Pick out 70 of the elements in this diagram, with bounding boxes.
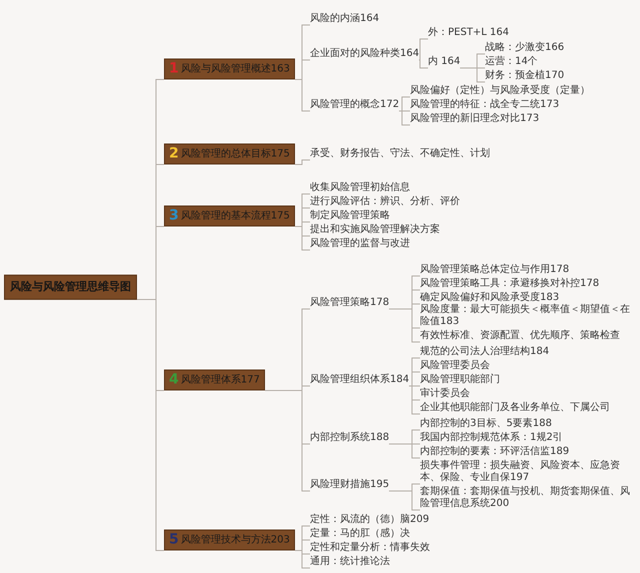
connector-line (418, 38, 428, 60)
connector-line (398, 96, 410, 112)
topic-number: 2 (169, 146, 179, 162)
subtopic-text: 内 164 (428, 56, 460, 68)
subtopic-text: 风险管理的概念172 (310, 99, 400, 111)
topic-title: 风险管理的总体目标175 (180, 147, 290, 162)
topic-box (164, 144, 295, 164)
subtopic-text: 风险度量：最大可能损失＜概率值＜期望值＜在险值183 (420, 304, 634, 328)
connector-line (408, 386, 420, 414)
connector-line (388, 308, 420, 342)
subtopic-text: 外：PEST+L 164 (428, 27, 510, 39)
subtopic-text: 风险管理的新旧理念对比173 (410, 113, 540, 125)
topic-box (164, 370, 265, 390)
connector-line (460, 68, 486, 82)
subtopic-text: 确定风险偏好和风险承受度183 (420, 292, 560, 304)
topic-box (164, 206, 295, 226)
connector-line (408, 372, 420, 386)
subtopic-text: 收集风险管理初始信息 (310, 182, 410, 194)
subtopic-text: 风险管理的监督与改进 (310, 238, 410, 250)
subtopic-text: 制定风险管理策略 (310, 210, 390, 222)
subtopic-text: 风险的内涵164 (310, 13, 380, 25)
connector-line (294, 160, 310, 165)
subtopic-text: 财务：预金植170 (485, 70, 564, 82)
subtopic-text: 审计委员会 (420, 388, 470, 400)
subtopic-text: 承受、财务报告、守法、不确定性、计划 (310, 148, 490, 160)
subtopic-text: 风险理财措施195 (310, 479, 390, 491)
connector-line (398, 110, 410, 126)
connector-line (294, 79, 310, 112)
subtopic-text: 风险管理组织体系184 (310, 374, 410, 386)
subtopic-text: 运营：14个 (485, 56, 538, 68)
subtopic-text: 定性和定量分析：情事失效 (310, 542, 430, 554)
subtopic-text: 套期保值：套期保值与投机、期货套期保值、风险管理信息系统200 (420, 486, 634, 510)
topic-number: 4 (169, 372, 179, 388)
topic-title: 风险管理的基本流程175 (180, 209, 290, 224)
subtopic-text: 定量：马的肛（感）决 (310, 528, 410, 540)
subtopic-text: 内部控制的要素：环评活信监189 (420, 446, 570, 458)
topic-number: 5 (169, 532, 179, 548)
connector-line (388, 490, 420, 510)
subtopic-text: 定性：风流的（德）脑209 (310, 514, 430, 526)
subtopic-text: 损失事件管理：损失融资、风险资本、应急资本、保险、专业自保197 (420, 460, 634, 484)
subtopic-text: 风险管理策略总体定位与作用178 (420, 264, 570, 276)
connector-line (136, 299, 164, 551)
connector-line (264, 390, 310, 492)
subtopic-text: 战略：少激变166 (485, 42, 564, 54)
root-box: 风险与风险管理思维导图 (4, 274, 137, 300)
subtopic-text: 有效性标准、资源配置、优先顺序、策略检查 (420, 330, 620, 342)
connector-line (388, 444, 420, 458)
subtopic-text: 进行风险评估：辨识、分析、评价 (310, 196, 460, 208)
subtopic-text: 企业面对的风险种类164 (310, 48, 420, 60)
subtopic-text: 我国内部控制规范体系：1规2引 (420, 432, 563, 444)
topic-title: 风险管理体系177 (180, 373, 260, 388)
subtopic-text: 提出和实施风险管理解决方案 (310, 224, 440, 236)
topic-title: 风险管理技术与方法203 (180, 533, 290, 548)
subtopic-text: 内部控制系统188 (310, 432, 390, 444)
subtopic-text: 风险偏好（定性）与风险承受度（定量） (410, 85, 590, 97)
subtopic-text: 风险管理委员会 (420, 360, 490, 372)
topic-title: 风险与风险管理概述163 (180, 62, 290, 76)
connector-line (418, 60, 428, 68)
subtopic-text: 风险管理的特征：战全专二统173 (410, 99, 560, 111)
subtopic-text: 风险管理策略工具：承避移换对补控178 (420, 278, 600, 290)
subtopic-text: 企业其他职能部门及各业务单位、下属公司 (420, 402, 610, 414)
topic-number: 1 (169, 60, 179, 78)
subtopic-text: 内部控制的3目标、5要素188 (420, 418, 552, 430)
subtopic-text: 规范的公司法人治理结构184 (420, 346, 550, 358)
subtopic-text: 通用：统计推论法 (310, 556, 390, 568)
subtopic-text: 风险管理策略178 (310, 297, 390, 309)
topic-box (164, 58, 295, 80)
subtopic-text: 风险管理职能部门 (420, 374, 500, 386)
topic-box (164, 530, 295, 550)
topic-number: 3 (169, 208, 179, 224)
